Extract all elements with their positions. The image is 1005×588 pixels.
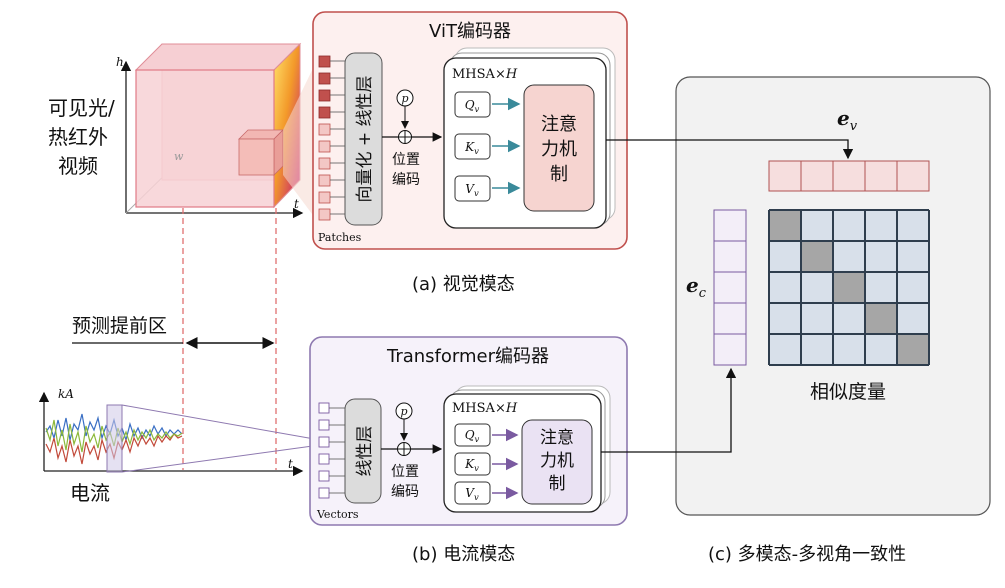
- transformer-pos-line2: 编码: [391, 484, 419, 500]
- axis-t-label-current: t: [288, 457, 293, 471]
- consistency-caption: (c) 多模态-多视角一致性: [708, 544, 906, 565]
- vectors-label: Vectors: [316, 508, 359, 521]
- transformer-attn-line3: 制: [549, 474, 566, 494]
- transformer-encoder-panel: Transformer编码器 Vectors 线性层 p 位置 编码: [309, 336, 628, 526]
- transformer-caption: (b) 电流模态: [412, 544, 515, 565]
- patches-label: Patches: [318, 231, 362, 244]
- vit-attn-line3: 制: [550, 164, 568, 185]
- vit-v-label: Vv: [465, 182, 479, 198]
- ev-vector: [768, 160, 930, 192]
- current-waveform: kA t: [38, 387, 321, 477]
- video-label-line2: 热红外: [48, 125, 108, 149]
- vit-pos-line1: 位置: [392, 152, 420, 168]
- axis-w-label: w: [174, 150, 184, 163]
- video-label-line3: 视频: [58, 154, 98, 178]
- vit-attn-line2: 力机: [541, 139, 577, 160]
- transformer-attention-block: [521, 419, 593, 505]
- transformer-mhsa-label: MHSA×H: [452, 401, 518, 416]
- axis-h-label: h: [116, 55, 124, 69]
- vector-column: [318, 402, 345, 499]
- consistency-panel: ev ec: [675, 76, 991, 516]
- transformer-v-label: Vv: [465, 486, 479, 502]
- transformer-attn-line2: 力机: [540, 451, 574, 471]
- vit-v-box: [454, 175, 491, 202]
- transformer-linear-label: 线性层: [355, 426, 375, 477]
- axis-ka-label: kA: [58, 387, 74, 401]
- transformer-p-text: p: [400, 405, 407, 418]
- transformer-encoder-title: Transformer编码器: [386, 346, 549, 367]
- vit-linear-label: 向量化 + 线性层: [355, 75, 375, 202]
- vit-attention-block: [523, 84, 595, 212]
- transformer-q-box: [454, 423, 491, 447]
- vit-k-label: Kv: [464, 140, 479, 156]
- transformer-k-box: [454, 452, 491, 476]
- transformer-to-ec-arrow: [601, 367, 737, 453]
- vit-encoder-title: ViT编码器: [429, 21, 511, 42]
- vit-attn-line1: 注意: [541, 114, 577, 135]
- transformer-v-box: [454, 481, 491, 505]
- transformer-k-label: Kv: [464, 457, 479, 473]
- vit-linear-layer: [344, 52, 383, 226]
- vit-encoder-panel: ViT编码器 Patches 向量化 + 线性层: [312, 11, 628, 250]
- transformer-q-label: Qv: [465, 428, 480, 444]
- transformer-pos-line1: 位置: [391, 464, 419, 480]
- transformer-linear-layer: [344, 398, 382, 504]
- similarity-label: 相似度量: [810, 381, 886, 403]
- vit-mhsa-label: MHSA×H: [452, 67, 518, 82]
- video-cube: h w t: [116, 42, 318, 222]
- vit-k-box: [454, 133, 491, 160]
- vit-to-ev-arrow: [606, 139, 854, 160]
- patch-column: [318, 55, 345, 221]
- vit-q-box: [454, 91, 491, 118]
- prediction-zone-label: 预测提前区: [72, 315, 167, 337]
- current-label: 电流: [70, 481, 110, 505]
- video-label-line1: 可见光/: [48, 96, 115, 120]
- axis-t-label-video: t: [294, 197, 299, 211]
- vit-caption: (a) 视觉模态: [412, 274, 515, 295]
- similarity-matrix: [768, 209, 930, 366]
- vit-p-text: p: [401, 92, 408, 105]
- vit-q-label: Qv: [465, 98, 480, 114]
- transformer-attn-line1: 注意: [540, 428, 574, 448]
- vit-pos-line2: 编码: [392, 172, 420, 188]
- ec-vector: [713, 209, 747, 366]
